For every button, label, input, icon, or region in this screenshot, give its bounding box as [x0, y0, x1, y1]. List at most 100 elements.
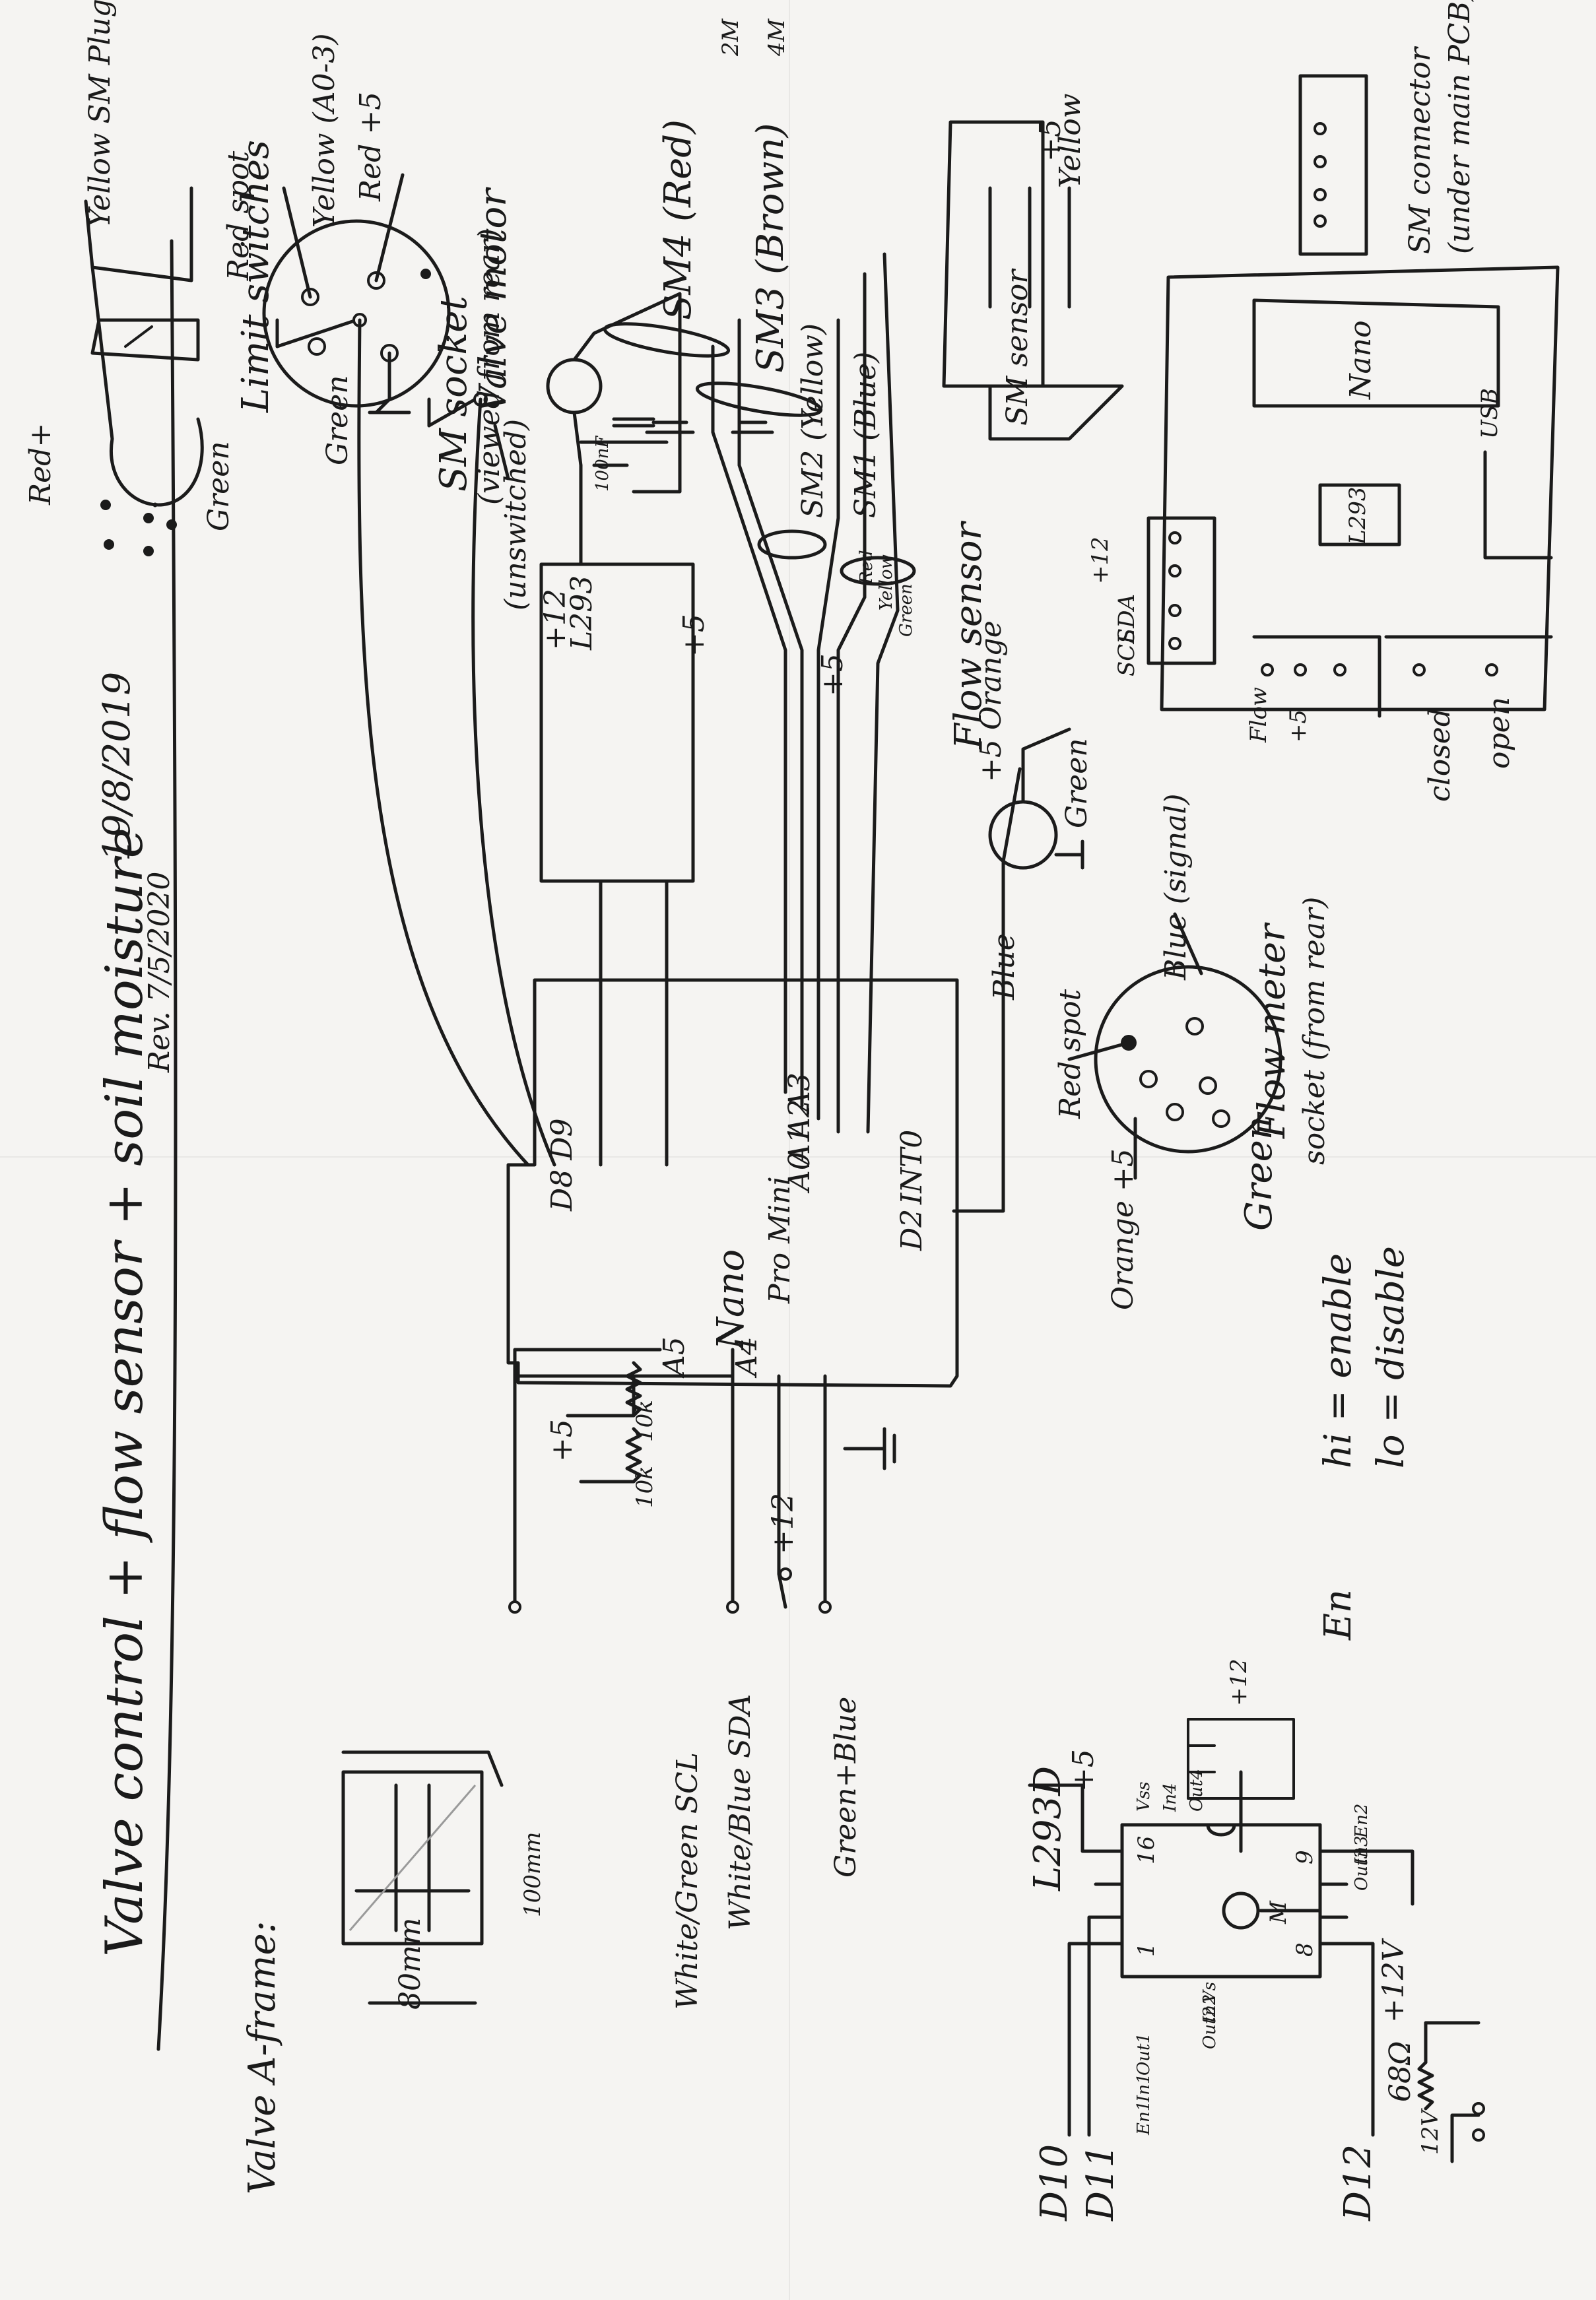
l293d-pin-vss: Vss	[1134, 1781, 1154, 1812]
wire-l293d-vcc	[1028, 1783, 1124, 1853]
l293d-pin-in1: In1	[1134, 2073, 1154, 2102]
l293d-12v-label: +12	[1226, 1659, 1252, 1706]
valve-a-frame-width: 80mm	[393, 1917, 427, 2010]
l293d-pin-en1: En1	[1134, 2100, 1154, 2135]
l293d-pin-vs: Vs	[1200, 1981, 1220, 2003]
sm-socket-outline	[262, 219, 451, 408]
l293d-5v-label: +5	[1067, 1749, 1100, 1792]
flow-sensor-blue-label: Blue	[987, 933, 1021, 1000]
pcb-5v-label: +5	[1285, 709, 1312, 742]
pcb-l293-box	[1318, 483, 1401, 546]
l293d-pin-1: 1	[1133, 1942, 1160, 1957]
sm-plug-title: Yellow SM Plug	[83, 0, 117, 228]
resistor-10k-label-2: 10k	[632, 1466, 658, 1508]
limit-switch-lever-2	[427, 397, 477, 428]
l293d-pin-in4: In4	[1160, 1783, 1180, 1812]
pin-label-a4: A4	[730, 1336, 764, 1376]
sm4-length-label: 2M	[717, 18, 744, 56]
title-underline	[156, 239, 178, 2051]
sm-color-yellow: Yellow	[877, 554, 896, 610]
wire-scl	[513, 1348, 662, 1609]
sm1-label: SM1 (Blue)	[849, 351, 882, 518]
l293d-chip-outline	[1120, 1823, 1322, 1979]
wire-a3	[711, 345, 787, 1094]
resistor-10k-1	[625, 1427, 642, 1484]
l293d-motor-label: M	[1265, 1901, 1292, 1924]
sm-socket-red-spot-label: Red spot	[222, 150, 255, 280]
limit-switch-lever-1	[275, 318, 358, 348]
paper-fold-horizontal	[0, 1156, 1596, 1158]
sm-color-red: Red	[857, 550, 877, 584]
l293d-motor-symbol	[1222, 1891, 1260, 1930]
wire-label-ground: Green+Blue	[829, 1696, 863, 1878]
pin-label-a5: A5	[657, 1336, 691, 1376]
l293d-pin-in3: In3	[1352, 1835, 1372, 1864]
flow-meter-blue-label: Blue (signal)	[1159, 793, 1193, 980]
pcb-l293-label: L293	[1345, 486, 1371, 544]
ground-symbol-main	[843, 1427, 896, 1470]
l293d-pin-en2: En2	[1352, 1803, 1372, 1838]
sm-socket-red-label: Red +5	[354, 91, 387, 201]
sm-connector-note: (under main PCB)	[1443, 0, 1477, 254]
pcb-usb-area	[1483, 450, 1553, 560]
flow-sensor-green-label: Green	[1060, 738, 1094, 828]
wire-d11	[1087, 1915, 1098, 2137]
sm-sensor-body	[988, 384, 1124, 441]
sm-plug-body	[84, 186, 193, 282]
sm-socket-title: SM socket	[432, 296, 475, 492]
sm2-label: SM2 (Yellow)	[796, 323, 830, 518]
l293d-pin-out4: Out4	[1187, 1768, 1207, 1812]
l293d-d11-label: D11	[1079, 2144, 1122, 2221]
wire-d12	[1345, 1942, 1375, 2137]
sm-plug-red-label: Red+	[24, 422, 57, 505]
sm-socket-note: (viewed from rear)	[473, 228, 506, 505]
flow-meter-green-label: Green	[1238, 1116, 1280, 1231]
pcb-usb-label: USB	[1477, 388, 1503, 439]
l293d-title: L293D	[1026, 1766, 1069, 1891]
flow-sensor-symbol	[988, 800, 1058, 870]
processor-pro-mini-label: Pro Mini	[763, 1176, 797, 1303]
l293d-d12-label: D12	[1337, 2144, 1380, 2221]
sm-5v-label-1: +5	[677, 614, 711, 657]
wire-a1	[816, 318, 840, 1121]
sm4-bundle	[603, 322, 731, 358]
sm2-bundle	[757, 529, 827, 560]
flow-meter-title: Flow meter	[1251, 924, 1294, 1138]
enable-lo-label: lo = disable	[1370, 1246, 1413, 1468]
sm-connector-box	[1298, 74, 1368, 256]
flow-meter-socket-outline	[1094, 965, 1282, 1154]
sm-color-green: Green	[896, 583, 916, 637]
pcb-open-label: open	[1482, 696, 1516, 769]
l293d-pin-out1: Out1	[1134, 2032, 1154, 2076]
sm3-bundle	[695, 381, 823, 417]
wire-flow-signal	[952, 767, 1022, 1213]
flow-sensor-5v-label: +5 Orange	[974, 620, 1008, 782]
pin-label-int0: INT0	[895, 1129, 929, 1204]
l293-driver-label: L293	[565, 575, 599, 650]
sm-connector-title: SM connector	[1403, 48, 1437, 254]
diagram-revision: Rev. 7/5/2020	[143, 871, 176, 1072]
sm-plug-band	[90, 318, 200, 362]
cap-100nf-label: 100nF	[593, 436, 613, 492]
l293-driver-box	[539, 562, 695, 883]
valve-a-frame-height: 100mm	[519, 1831, 546, 1917]
resistor-10k-2	[625, 1361, 642, 1418]
sm1-bundle	[840, 556, 916, 586]
enable-hi-label: hi = enable	[1317, 1253, 1360, 1468]
valve-motor-symbol	[546, 358, 603, 414]
sm3-length-label: 4M	[764, 18, 790, 56]
sm3-label: SM3 (Brown)	[749, 123, 792, 373]
i2c-12v-label: +12	[766, 1493, 800, 1554]
wire-d10	[1067, 1942, 1098, 2137]
l293d-pin-9: 9	[1292, 1850, 1318, 1864]
sm-plug-green-label: Green	[202, 441, 236, 531]
l293d-12v-b-label: 12V	[1417, 2110, 1444, 2155]
sm-socket-yellow-label: Yellow (A0-3)	[308, 33, 341, 228]
wire-a0	[836, 272, 867, 1134]
wire-label-scl: White/Green SCL	[671, 1752, 704, 2010]
paper-fold-vertical	[789, 0, 790, 2300]
wire-switch-2-d9	[471, 397, 556, 1167]
pcb-sda-scl-header	[1147, 516, 1216, 665]
pcb-flow-label: Flow	[1246, 686, 1272, 742]
